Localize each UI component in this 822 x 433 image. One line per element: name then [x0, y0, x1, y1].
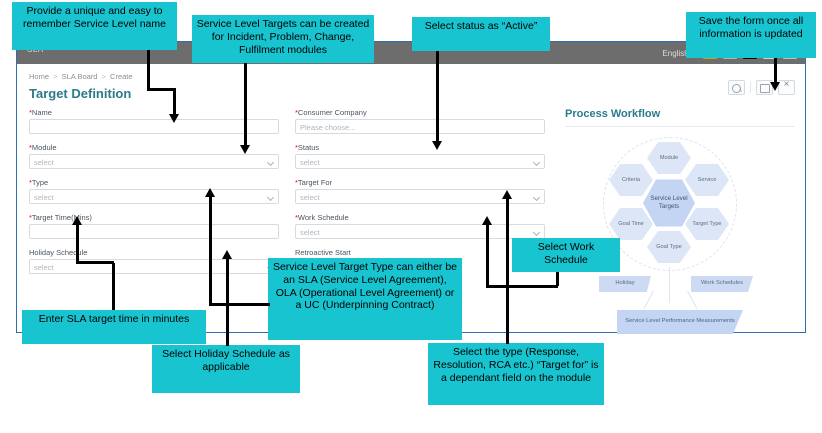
- workflow-diagram: Service Level Targets Module Service Tar…: [565, 131, 795, 334]
- leader-tt-vert2: [76, 224, 79, 262]
- leader-ws-horz: [486, 285, 558, 288]
- leader-save-vert: [774, 58, 777, 85]
- holiday-schedule-select[interactable]: select: [29, 259, 279, 274]
- work-schedule-select[interactable]: select: [295, 224, 545, 239]
- leader-ws-vert: [486, 224, 489, 287]
- leader-type-horz: [209, 303, 270, 306]
- label-target-for: *Target For: [295, 178, 333, 187]
- leader-module-vert: [244, 63, 247, 148]
- callout-holiday: Select Holiday Schedule as applicable: [152, 345, 300, 393]
- callout-target-time: Enter SLA target time in minutes: [22, 310, 206, 344]
- callout-type: Service Level Target Type can either be …: [268, 258, 462, 340]
- leader-status-vert: [436, 51, 439, 144]
- label-holiday-schedule: Holiday Schedule: [29, 248, 88, 257]
- callout-name: Provide a unique and easy to remember Se…: [12, 2, 177, 50]
- breadcrumb-chevron-icon: >: [101, 72, 106, 81]
- leader-name-arrow: [169, 114, 179, 123]
- workflow-node-outcome: Service Level Performance Measurements: [617, 310, 743, 334]
- field-group-type: *Type select: [29, 178, 279, 204]
- breadcrumb-item-create: Create: [110, 72, 133, 81]
- label-target-time: *Target Time(Mins): [29, 213, 92, 222]
- label-work-schedule: *Work Schedule: [295, 213, 349, 222]
- field-group-status: *Status select: [295, 143, 545, 169]
- breadcrumb-item-home[interactable]: Home: [29, 72, 50, 81]
- leader-name-vert2: [173, 88, 176, 117]
- workflow-node-holiday: Holiday: [599, 276, 651, 292]
- workflow-connector-line: [669, 267, 670, 303]
- field-group-holiday-schedule: Holiday Schedule select: [29, 248, 279, 274]
- field-group-target-for: *Target For select: [295, 178, 545, 204]
- breadcrumb: Home > SLA Board > Create: [29, 72, 133, 81]
- leader-tf-arrow: [502, 190, 512, 199]
- leader-tt-arrow: [72, 216, 82, 225]
- callout-target-for: Select the type (Response, Resolution, R…: [428, 343, 604, 405]
- consumer-company-input[interactable]: Please choose...: [295, 119, 545, 134]
- page-title: Target Definition: [29, 86, 132, 101]
- workflow-divider: [565, 126, 795, 127]
- close-icon[interactable]: [778, 79, 795, 95]
- status-select[interactable]: select: [295, 154, 545, 169]
- module-select[interactable]: select: [29, 154, 279, 169]
- leader-name-vert: [147, 50, 150, 90]
- leader-ws-vert2: [556, 272, 559, 286]
- form-column-left: *Name *Module select *Type select *Targe…: [29, 108, 279, 283]
- target-time-input[interactable]: [29, 224, 279, 239]
- leader-tt-horz: [76, 261, 114, 264]
- field-group-name: *Name: [29, 108, 279, 134]
- form-column-right: *Consumer Company Please choose... *Stat…: [295, 108, 545, 279]
- window-button-group: [728, 79, 795, 95]
- label-type: *Type: [29, 178, 49, 187]
- leader-hol-arrow: [222, 250, 232, 259]
- field-group-consumer-company: *Consumer Company Please choose...: [295, 108, 545, 134]
- label-name: *Name: [29, 108, 52, 117]
- label-module: *Module: [29, 143, 57, 152]
- workflow-ring: [603, 137, 737, 271]
- label-consumer-company: *Consumer Company: [295, 108, 367, 117]
- leader-ws-arrow: [482, 216, 492, 225]
- button-divider: [750, 82, 751, 93]
- leader-name-horz: [147, 88, 176, 91]
- leader-save-arrow: [770, 82, 780, 91]
- name-input[interactable]: [29, 119, 279, 134]
- leader-status-arrow: [432, 141, 442, 150]
- process-workflow-panel: Process Workflow Service Level Targets M…: [565, 108, 795, 334]
- leader-type-arrow: [205, 188, 215, 197]
- leader-type-vert: [209, 196, 212, 306]
- workflow-arm-left: [643, 290, 654, 309]
- leader-tf-vert: [506, 198, 509, 344]
- leader-module-arrow: [240, 145, 250, 154]
- label-status: *Status: [295, 143, 320, 152]
- field-group-target-time: *Target Time(Mins): [29, 213, 279, 239]
- workflow-node-work-schedules: Work Schedules: [691, 276, 753, 292]
- leader-tt-vert: [112, 263, 115, 310]
- workflow-node-center: Service Level Targets: [643, 179, 695, 227]
- field-group-work-schedule: *Work Schedule select: [295, 213, 545, 239]
- target-for-select[interactable]: select: [295, 189, 545, 204]
- workflow-title: Process Workflow: [565, 108, 661, 120]
- language-label[interactable]: English: [662, 48, 689, 58]
- breadcrumb-chevron-icon: >: [53, 72, 58, 81]
- callout-module: Service Level Targets can be created for…: [192, 15, 374, 63]
- search-icon[interactable]: [728, 80, 745, 95]
- callout-save: Save the form once all information is up…: [686, 12, 816, 58]
- callout-work-schedule: Select Work Schedule: [512, 238, 620, 272]
- type-select[interactable]: select: [29, 189, 279, 204]
- workflow-arm-right: [687, 290, 698, 309]
- leader-hol-vert: [226, 258, 229, 346]
- label-retroactive-start: Retroactive Start: [295, 248, 351, 257]
- breadcrumb-item-sla-board[interactable]: SLA Board: [61, 72, 98, 81]
- field-group-module: *Module select: [29, 143, 279, 169]
- callout-status: Select status as “Active”: [412, 17, 550, 51]
